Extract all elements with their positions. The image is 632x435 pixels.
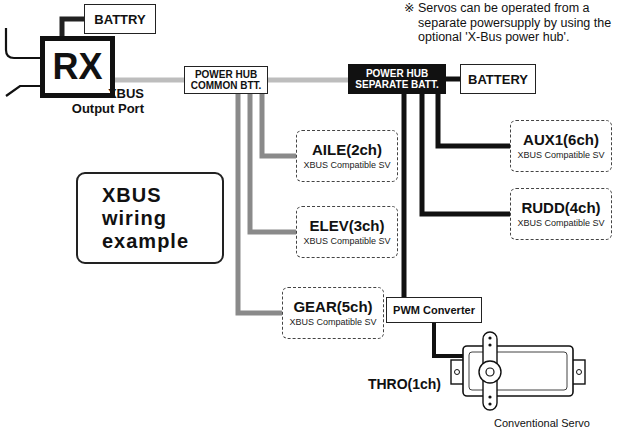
wire-connector [250, 94, 296, 232]
receiver-box: RX [40, 36, 115, 98]
battery-box: BATTERY [460, 64, 536, 94]
node-title: ELEV(3ch) [309, 217, 384, 236]
node-subtitle: XBUS Compatible SV [303, 160, 390, 171]
node-title: RX [52, 46, 102, 88]
node-title: BATTERY [468, 72, 528, 87]
power-hub-box: POWER HUB COMMON BTT. [184, 66, 268, 94]
wire-connector [238, 94, 282, 313]
wire-connector [402, 94, 407, 297]
node-title: GEAR(5ch) [293, 298, 372, 317]
servo-box: AILE(2ch)XBUS Compatible SV [296, 130, 398, 182]
servo-box: RUDD(4ch)XBUS Compatible SV [510, 188, 612, 240]
node-title: RUDD(4ch) [521, 199, 600, 218]
node-subtitle: XBUS Compatible SV [289, 317, 376, 328]
title-box: XBUS wiring example [76, 172, 224, 264]
antenna-wire [6, 28, 40, 58]
node-subtitle: XBUS Compatible SV [517, 218, 604, 229]
wire-connector [422, 94, 510, 214]
node-title: PWM Converter [393, 304, 475, 316]
wire-connector [268, 78, 348, 83]
servo-box: AUX1(6ch)XBUS Compatible SV [510, 120, 612, 172]
node-title: XBUS wiring example [102, 184, 198, 253]
node-title: POWER HUB COMMON BTT. [189, 69, 263, 91]
converter-box: PWM Converter [386, 297, 482, 323]
node-subtitle: Conventional Servo [494, 417, 590, 430]
note-text: ※ Servos can be operated from a separate… [404, 1, 628, 45]
wire-connector [115, 78, 184, 83]
node-subtitle: XBUS Compatible SV [517, 150, 604, 161]
node-subtitle: XBUS Compatible SV [303, 236, 390, 247]
node-title: AILE(2ch) [312, 141, 382, 160]
wire-connector [434, 323, 445, 356]
node-title: THRO(1ch) [368, 376, 441, 392]
wire-connector [262, 94, 296, 156]
servo-illustration: THRO(1ch)Conventional Servo [445, 330, 590, 430]
wire-connector [446, 77, 460, 82]
battery-box: BATTRY [84, 4, 156, 34]
power-hub-box: POWER HUB SEPARATE BATT. [348, 64, 446, 94]
wire-connector [438, 94, 510, 146]
servo-box: GEAR(5ch)XBUS Compatible SV [282, 287, 384, 339]
antenna-wire [6, 86, 40, 96]
port-label: XBUS Output Port [64, 86, 144, 116]
servo-box: ELEV(3ch)XBUS Compatible SV [296, 206, 398, 258]
servo-drawing [445, 330, 590, 430]
wire-connector [62, 19, 84, 36]
node-title: AUX1(6ch) [523, 131, 599, 150]
node-title: POWER HUB SEPARATE BATT. [353, 68, 441, 90]
node-title: BATTRY [94, 12, 145, 27]
